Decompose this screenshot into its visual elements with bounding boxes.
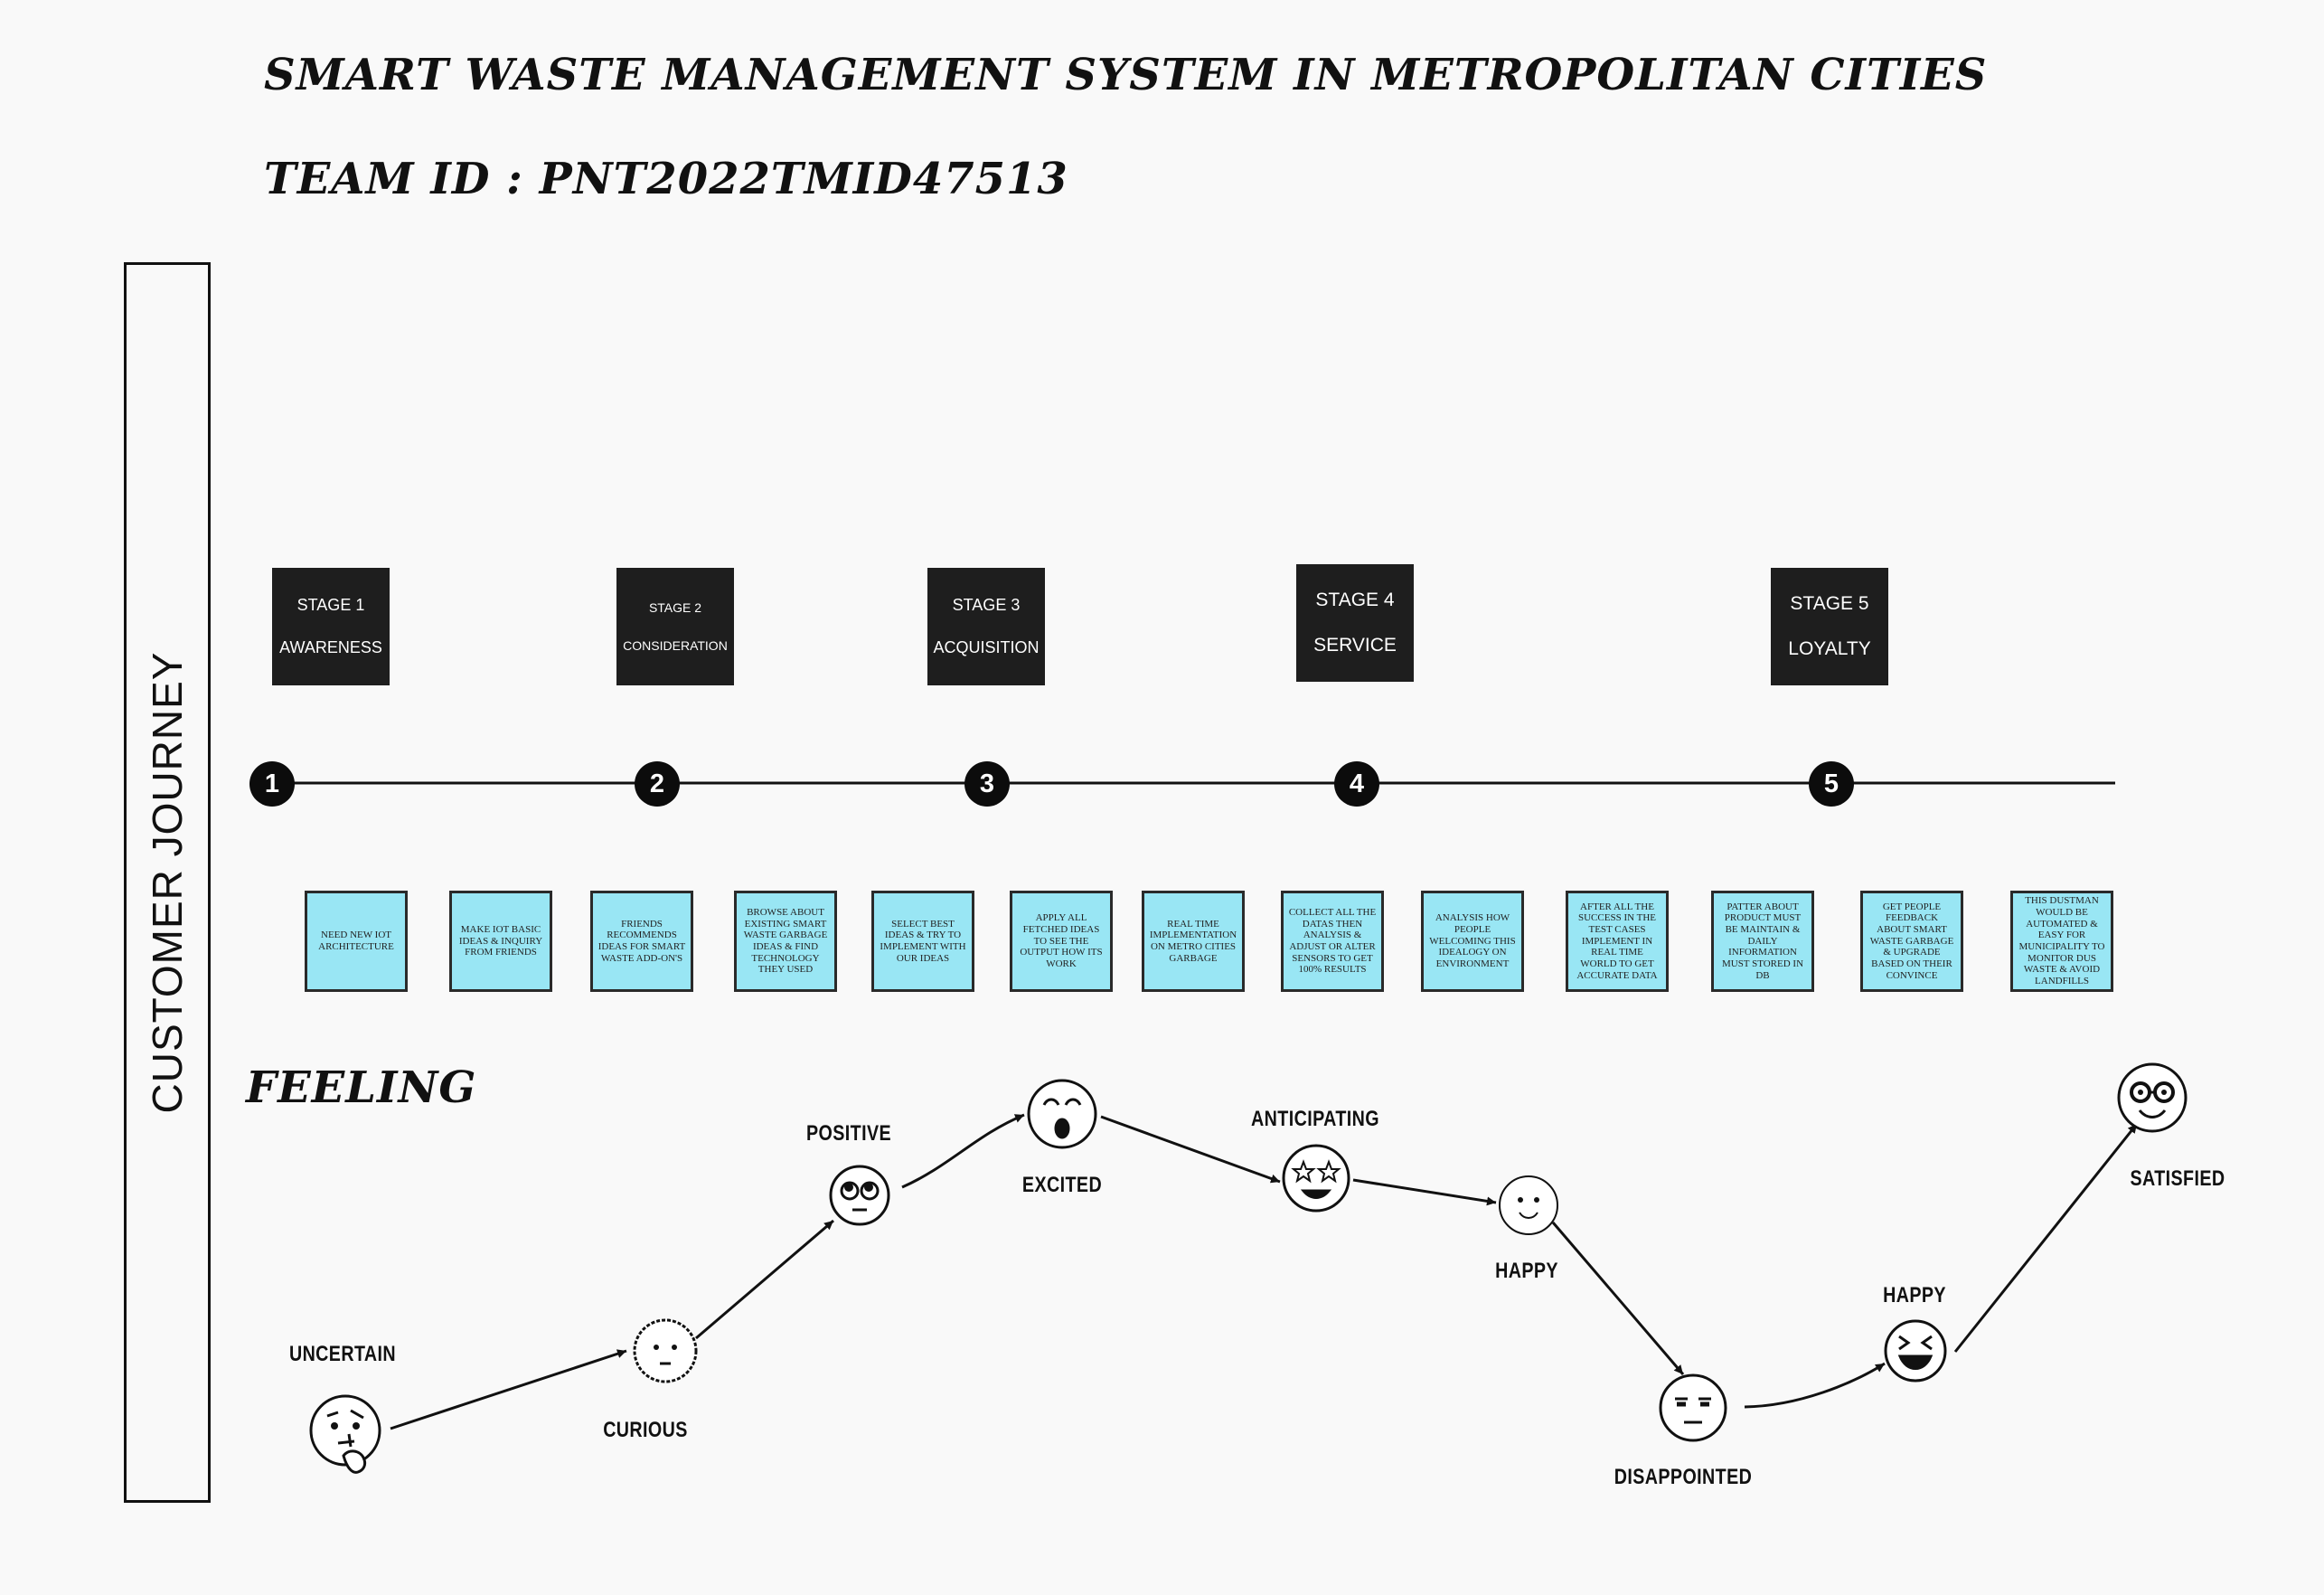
stage-name: CONSIDERATION: [623, 638, 728, 653]
timeline-marker-3: 3: [964, 761, 1010, 807]
note-text: SELECT BEST IDEAS & TRY TO IMPLEMENT WIT…: [880, 918, 966, 964]
note-text: COLLECT ALL THE DATAS THEN ANALYSIS & AD…: [1288, 907, 1377, 976]
timeline-marker-5: 5: [1809, 761, 1854, 807]
emotion-label-curious: CURIOUS: [603, 1418, 688, 1442]
sticky-note: AFTER ALL THE SUCCESS IN THE TEST CASES …: [1566, 891, 1669, 992]
stage-number: STAGE 2: [648, 600, 702, 615]
surprised-face-icon: [1027, 1079, 1097, 1149]
note-text: APPLY ALL FETCHED IDEAS TO SEE THE OUTPU…: [1020, 912, 1103, 969]
stage-1-box: STAGE 1 AWARENESS: [272, 568, 390, 685]
timeline-marker-2: 2: [635, 761, 680, 807]
note-text: MAKE IOT BASIC IDEAS & INQUIRY FROM FRIE…: [458, 924, 543, 958]
grinning-squint-face-icon: [1884, 1319, 1947, 1383]
neutral-face-icon: [633, 1318, 698, 1383]
feeling-heading: FEELING: [246, 1062, 477, 1113]
emotion-arrow: [1551, 1222, 1685, 1375]
emotion-label-happy: HAPPY: [1495, 1259, 1558, 1283]
smiling-face-icon: [1499, 1175, 1558, 1235]
emotion-arrow: [1352, 1178, 1497, 1206]
emotion-label-excited: EXCITED: [1021, 1173, 1103, 1197]
emotion-label-disappointed: DISAPPOINTED: [1614, 1465, 1753, 1489]
note-text: REAL TIME IMPLEMENTATION ON METRO CITIES…: [1149, 918, 1237, 964]
emotion-label-uncertain: UNCERTAIN: [288, 1342, 397, 1366]
emotion-arrow: [695, 1219, 834, 1340]
emotion-label-anticipating: ANTICIPATING: [1251, 1107, 1379, 1131]
sticky-note: MAKE IOT BASIC IDEAS & INQUIRY FROM FRIE…: [449, 891, 552, 992]
sticky-note: COLLECT ALL THE DATAS THEN ANALYSIS & AD…: [1281, 891, 1384, 992]
sticky-note: NEED NEW IOT ARCHITECTURE: [305, 891, 408, 992]
emotion-arrow: [1100, 1115, 1281, 1184]
unamused-face-icon: [1659, 1373, 1727, 1442]
page-title: SMART WASTE MANAGEMENT SYSTEM IN METROPO…: [264, 50, 1988, 100]
stage-5-box: STAGE 5 LOYALTY: [1771, 568, 1888, 685]
note-text: FRIENDS RECOMMENDS IDEAS FOR SMART WASTE…: [597, 918, 686, 964]
note-text: AFTER ALL THE SUCCESS IN THE TEST CASES …: [1576, 901, 1658, 981]
emotion-label-happy-2: HAPPY: [1883, 1283, 1946, 1307]
sticky-note: FRIENDS RECOMMENDS IDEAS FOR SMART WASTE…: [590, 891, 693, 992]
sticky-note: SELECT BEST IDEAS & TRY TO IMPLEMENT WIT…: [871, 891, 974, 992]
sticky-note: APPLY ALL FETCHED IDEAS TO SEE THE OUTPU…: [1010, 891, 1113, 992]
sticky-note: GET PEOPLE FEEDBACK ABOUT SMART WASTE GA…: [1860, 891, 1963, 992]
stage-name: ACQUISITION: [933, 638, 1040, 656]
timeline-marker-4: 4: [1334, 761, 1379, 807]
note-text: THIS DUSTMAN WOULD BE AUTOMATED & EASY F…: [2018, 895, 2105, 986]
emotion-arrow: [1953, 1123, 2139, 1353]
sticky-note: PATTER ABOUT PRODUCT MUST BE MAINTAIN & …: [1711, 891, 1814, 992]
sticky-note: BROWSE ABOUT EXISTING SMART WASTE GARBAG…: [734, 891, 837, 992]
stage-number: STAGE 4: [1315, 590, 1395, 610]
emotion-arrow: [390, 1349, 627, 1430]
sticky-note: REAL TIME IMPLEMENTATION ON METRO CITIES…: [1142, 891, 1245, 992]
stage-2-box: STAGE 2 CONSIDERATION: [616, 568, 734, 685]
stage-number: STAGE 5: [1790, 593, 1869, 614]
timeline-marker-1: 1: [249, 761, 295, 807]
stage-name: AWARENESS: [279, 638, 382, 656]
stage-4-box: STAGE 4 SERVICE: [1296, 564, 1414, 682]
stage-number: STAGE 1: [296, 596, 365, 614]
customer-journey-frame: [124, 262, 211, 1503]
emotion-arrow: [901, 1113, 1025, 1189]
note-text: PATTER ABOUT PRODUCT MUST BE MAINTAIN & …: [1721, 901, 1804, 981]
sticky-note: ANALYSIS HOW PEOPLE WELCOMING THIS IDEAL…: [1421, 891, 1524, 992]
nerd-face-icon: [2117, 1062, 2188, 1133]
note-text: ANALYSIS HOW PEOPLE WELCOMING THIS IDEAL…: [1429, 912, 1516, 969]
emotion-arrow: [1744, 1362, 1886, 1409]
note-text: BROWSE ABOUT EXISTING SMART WASTE GARBAG…: [743, 907, 828, 976]
star-struck-face-icon: [1282, 1144, 1350, 1213]
stage-name: SERVICE: [1313, 635, 1397, 656]
rolling-eyes-face-icon: [829, 1165, 890, 1226]
note-text: NEED NEW IOT ARCHITECTURE: [318, 930, 394, 952]
emotion-label-positive: POSITIVE: [805, 1121, 892, 1146]
emotion-label-satisfied: SATISFIED: [2130, 1166, 2225, 1191]
stage-name: LOYALTY: [1788, 638, 1871, 659]
note-text: GET PEOPLE FEEDBACK ABOUT SMART WASTE GA…: [1869, 901, 1954, 981]
thinking-face-icon: [309, 1394, 381, 1474]
stage-number: STAGE 3: [952, 596, 1021, 614]
stage-3-box: STAGE 3 ACQUISITION: [927, 568, 1045, 685]
sticky-note: THIS DUSTMAN WOULD BE AUTOMATED & EASY F…: [2010, 891, 2113, 992]
team-id: TEAM ID : PNT2022TMID47513: [264, 154, 1068, 204]
